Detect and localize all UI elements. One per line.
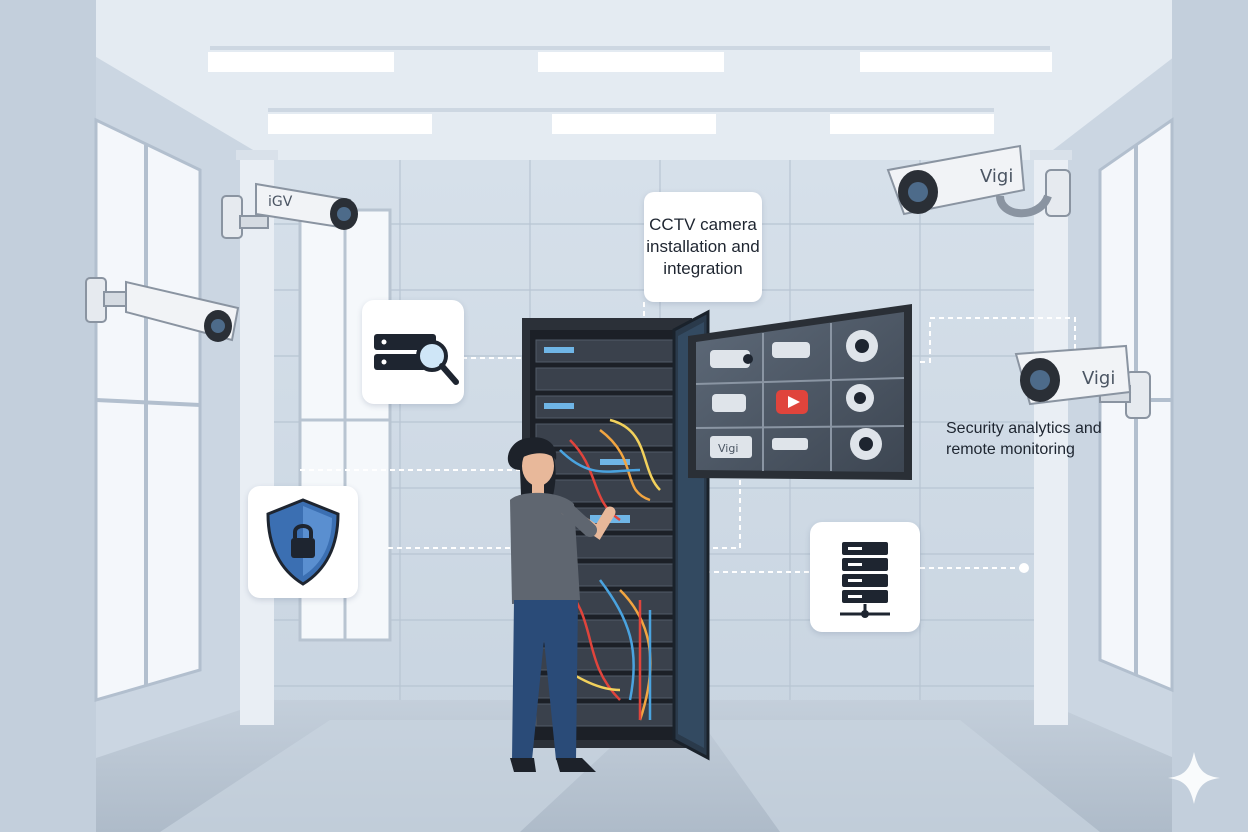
shield-lock-icon (266, 498, 340, 586)
camera-brand-label: iGV (268, 194, 293, 210)
server-search-icon (374, 334, 459, 385)
security-analytics-label: Security analytics and remote monitoring (946, 420, 1102, 458)
camera-brand-label: Vigi (1082, 368, 1115, 389)
cctv-installation-label: CCTV camera installation and integration (646, 215, 760, 278)
camera-brand-label: Vigi (980, 166, 1013, 187)
shield-lock-card (248, 486, 358, 598)
monitor-tile-brand: Vigi (718, 442, 738, 455)
surveillance-monitor: Vigi (688, 304, 912, 480)
server-network-card (810, 522, 920, 632)
camera-right: Vigi (1014, 344, 1151, 419)
camera-top-right: Vigi (886, 144, 1071, 218)
server-network-icon (840, 542, 890, 618)
cctv-installation-label-card: CCTV camera installation and integration (644, 192, 762, 302)
camera-left (85, 277, 240, 342)
technician-person (507, 437, 616, 772)
ceiling-lights (208, 52, 1052, 134)
sparkle-icon (1168, 752, 1220, 804)
server-search-card (362, 300, 464, 404)
camera-top-left: iGV (221, 182, 358, 239)
